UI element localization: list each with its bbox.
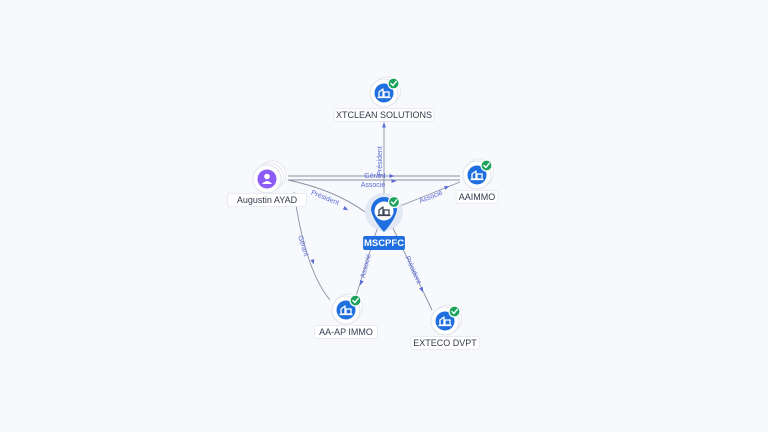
node-label: EXTECO DVPT (410, 336, 480, 350)
arrow-icon (310, 259, 315, 265)
node-exteco[interactable]: EXTECO DVPT (410, 304, 480, 350)
node-mscpfc[interactable]: MSCPFC (363, 193, 405, 250)
verified-check-icon (480, 159, 493, 172)
edge-augustin-aaap[interactable]: Gérant (293, 191, 331, 301)
nodes-layer: MSCPFC XTCLEAN SOLUTIONS AAIMMO Augustin AY… (227, 76, 499, 350)
edge-label: Président (403, 255, 421, 285)
edge-line (399, 181, 461, 207)
person-icon (262, 173, 272, 184)
edge-mscpfc-aaimmo[interactable]: Associé (399, 181, 461, 207)
node-label: AA-AP IMMO (314, 325, 378, 339)
edge-label: Président (310, 190, 340, 208)
node-label-text: EXTECO DVPT (413, 338, 477, 348)
node-label: MSCPFC (363, 236, 405, 250)
edge-mscpfc-xtclean[interactable]: Président (377, 116, 386, 196)
node-label-text: AAIMMO (459, 192, 496, 202)
building-icon (470, 170, 484, 181)
edge-augustin-aaimmo[interactable]: Gérant (288, 173, 460, 180)
edge-augustin-aaimmo[interactable]: Associé (288, 179, 460, 189)
node-label: AAIMMO (455, 190, 499, 204)
building-icon (339, 305, 353, 316)
edge-label: Gérant (364, 173, 385, 180)
edge-label: Gérant (296, 235, 309, 258)
arrow-icon (342, 206, 349, 211)
arrow-icon (443, 186, 450, 190)
verified-check-icon (387, 77, 400, 90)
node-augustin[interactable]: Augustin AYAD (227, 160, 307, 207)
edge-label: Associé (361, 182, 386, 189)
node-label-text: Augustin AYAD (237, 195, 298, 205)
node-label-text: XTCLEAN SOLUTIONS (336, 110, 432, 120)
node-label: XTCLEAN SOLUTIONS (333, 108, 435, 122)
verified-check-icon (387, 195, 401, 209)
verified-check-icon (448, 305, 461, 318)
building-icon (377, 88, 391, 99)
arrow-icon (382, 122, 386, 128)
edge-label: Associé (418, 189, 443, 205)
arrow-icon (391, 179, 397, 183)
arrow-icon (389, 174, 395, 178)
building-icon (438, 316, 452, 327)
node-aaap[interactable]: AA-AP IMMO (314, 293, 378, 339)
edge-line (293, 191, 331, 301)
node-label: Augustin AYAD (227, 193, 307, 207)
verified-check-icon (349, 294, 362, 307)
edge-line (287, 179, 366, 213)
node-aaimmo[interactable]: AAIMMO (455, 158, 499, 204)
node-xtclean[interactable]: XTCLEAN SOLUTIONS (333, 76, 435, 122)
building-icon (377, 206, 391, 217)
arrow-icon (419, 286, 424, 293)
node-label-text: MSCPFC (364, 238, 404, 249)
edge-label: Associé (360, 253, 373, 279)
node-label-text: AA-AP IMMO (319, 327, 373, 337)
arrow-icon (359, 280, 364, 286)
edge-label: Président (377, 146, 384, 176)
